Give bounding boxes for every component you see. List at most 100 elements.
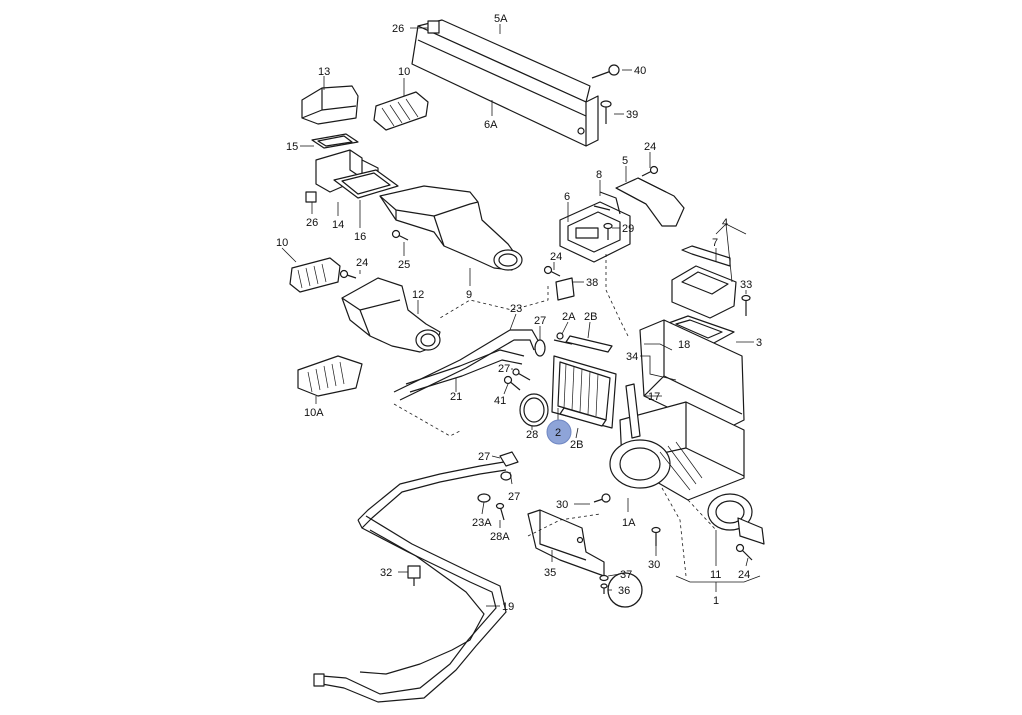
label-27-lower-left: 27	[478, 451, 490, 463]
label-10-top: 10	[398, 66, 410, 78]
clamp-28	[519, 393, 549, 427]
label-18: 18	[678, 339, 690, 351]
blower-motor-11	[707, 493, 765, 545]
label-32: 32	[380, 567, 392, 579]
washer-37	[599, 574, 609, 582]
label-27-upper: 27	[534, 315, 546, 327]
label-2a: 2A	[562, 311, 576, 323]
clip-26-top	[427, 20, 440, 34]
label-13: 13	[318, 66, 330, 78]
seal-2b-upper	[565, 335, 613, 353]
label-7: 7	[712, 237, 718, 249]
label-10a: 10A	[304, 407, 324, 419]
label-2b-lower: 2B	[570, 439, 583, 451]
label-28: 28	[526, 429, 538, 441]
screw-27-mid	[512, 368, 531, 381]
label-30-right: 30	[648, 559, 660, 571]
seal-2b-lower	[559, 407, 607, 427]
leader-lines	[281, 24, 761, 607]
label-24-top: 24	[644, 141, 656, 153]
label-15: 15	[286, 141, 298, 153]
frame-7	[681, 245, 731, 267]
label-24-left: 24	[356, 257, 368, 269]
label-1: 1	[713, 595, 719, 607]
frame-16	[333, 169, 399, 199]
air-duct-9	[379, 185, 523, 271]
label-1a: 1A	[622, 517, 636, 529]
label-12: 12	[412, 289, 424, 301]
air-vent-10-left	[289, 257, 341, 293]
label-14: 14	[332, 219, 344, 231]
label-26-left: 26	[306, 217, 318, 229]
seal-17-strip	[625, 383, 641, 439]
circle-marker-36	[607, 572, 643, 608]
screw-39	[600, 100, 612, 124]
cover-panel-5a	[411, 19, 599, 147]
screw-24-center	[543, 265, 561, 277]
screw-28a	[495, 502, 505, 521]
washer-23a	[477, 493, 491, 503]
label-25: 25	[398, 259, 410, 271]
label-37: 37	[620, 569, 632, 581]
screw-30-center	[593, 493, 611, 503]
label-23: 23	[510, 303, 522, 315]
label-26-top: 26	[392, 23, 404, 35]
screw-33	[741, 294, 751, 316]
label-6: 6	[564, 191, 570, 203]
screw-24-left	[339, 269, 357, 279]
label-11: 11	[710, 569, 721, 581]
clamp-27-lower	[499, 451, 519, 481]
coolant-pipe-19	[313, 461, 507, 703]
label-30-center: 30	[556, 499, 568, 511]
label-34: 34	[626, 351, 638, 363]
label-27-mid: 27	[498, 363, 510, 375]
label-24-right: 24	[738, 569, 750, 581]
label-23a: 23A	[472, 517, 492, 529]
part-8	[593, 191, 621, 215]
clip-38	[555, 277, 575, 301]
air-duct-13	[301, 85, 359, 125]
hose-21	[393, 349, 525, 437]
screw-29	[603, 222, 613, 240]
label-10-left: 10	[276, 237, 288, 249]
label-39: 39	[626, 109, 638, 121]
label-6a: 6A	[484, 119, 498, 131]
label-24-center: 24	[550, 251, 562, 263]
label-17: 17	[648, 391, 660, 403]
label-5a: 5A	[494, 13, 508, 25]
bolt-32	[407, 565, 421, 586]
bracket-35	[527, 509, 605, 577]
seal-2a	[553, 332, 573, 345]
label-2-highlight: 2	[555, 427, 561, 439]
label-9: 9	[466, 289, 472, 301]
air-vent-10-top	[373, 91, 429, 131]
clip-26-left	[305, 191, 317, 203]
label-36: 36	[618, 585, 630, 597]
screw-40	[591, 64, 620, 79]
label-27-lower-right: 27	[508, 491, 520, 503]
label-19: 19	[502, 601, 514, 613]
housing-1a	[609, 401, 745, 501]
label-35: 35	[544, 567, 556, 579]
bracket-6	[559, 201, 631, 263]
screw-24-top	[641, 165, 659, 177]
highlight-marker-2	[546, 419, 572, 445]
label-33: 33	[740, 279, 752, 291]
cover-5	[615, 177, 685, 227]
label-5: 5	[622, 155, 628, 167]
screw-24-right	[735, 543, 753, 561]
label-8: 8	[596, 169, 602, 181]
flap-housing-4	[671, 265, 737, 319]
label-21: 21	[450, 391, 462, 403]
callout-labels: 26 5A 40 13 10 39 6A 15 24 5 8 6 29 26 1…	[276, 13, 762, 613]
screw-30-right	[651, 526, 661, 546]
screw-41	[503, 375, 521, 391]
screw-25	[391, 229, 409, 241]
label-2b-upper: 2B	[584, 311, 597, 323]
screw-36	[600, 583, 608, 594]
label-28a: 28A	[490, 531, 510, 543]
gasket-15	[311, 133, 359, 149]
label-29: 29	[622, 223, 634, 235]
label-3: 3	[756, 337, 762, 349]
